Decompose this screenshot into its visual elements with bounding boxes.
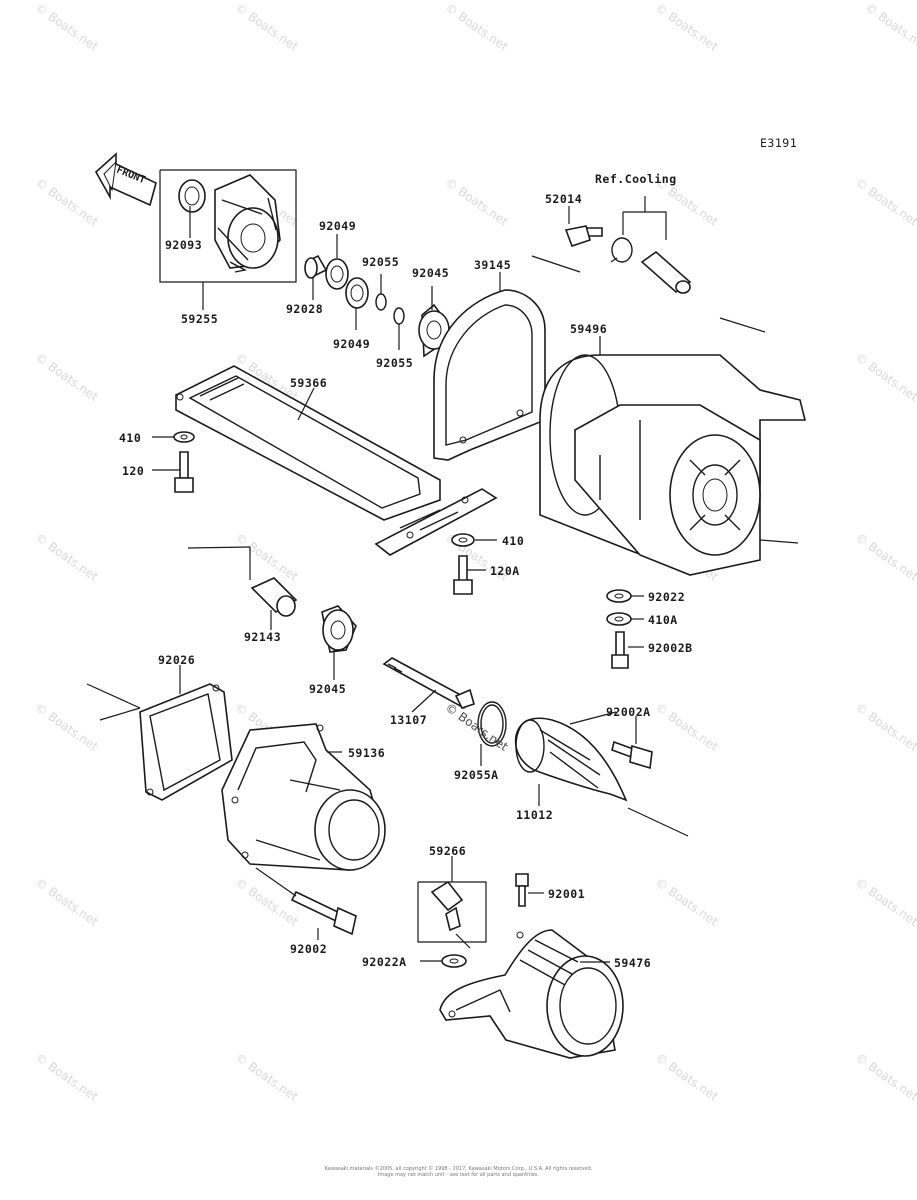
pump-cone (514, 711, 689, 837)
ref-cooling-label: Ref.Cooling (595, 172, 677, 186)
part-label: 92026 (158, 653, 196, 667)
part-label: 59255 (181, 312, 219, 326)
copyright-footer: Kawasaki materials ©2005, all copyright … (0, 1166, 917, 1178)
part-label: 92045 (309, 682, 347, 696)
steering-nozzle (439, 929, 624, 1059)
part-label: 92022 (648, 590, 686, 604)
part-label: 120A (490, 564, 520, 578)
part-label: 92045 (412, 266, 450, 280)
diagram-code: E3191 (760, 136, 798, 150)
washer-92022A (441, 954, 467, 968)
part-label: 92002A (606, 705, 651, 719)
part-label: 11012 (516, 808, 554, 822)
part-label: 92055 (362, 255, 400, 269)
bolt-92002 (255, 867, 357, 936)
washers-and-bolt-92002B (606, 589, 632, 669)
part-label: 52014 (545, 192, 583, 206)
washer-and-bolt-left (173, 431, 195, 493)
part-label: 92001 (548, 887, 586, 901)
bearing-stack (304, 254, 450, 358)
part-label: 92143 (244, 630, 282, 644)
gasket-frame (433, 289, 546, 461)
part-label: 92049 (333, 337, 371, 351)
part-label: 92055A (454, 768, 499, 782)
ride-plate-rail (175, 365, 498, 556)
leader-lines (152, 206, 644, 963)
part-label: 39145 (474, 258, 512, 272)
part-label: 92022A (362, 955, 407, 969)
part-label: 59136 (348, 746, 386, 760)
part-label: 410A (648, 613, 678, 627)
nozzle-housing (221, 723, 386, 871)
cooling-hose (610, 196, 692, 294)
part-label: 120 (122, 464, 145, 478)
elbow-fitting (531, 225, 603, 273)
gasket-plate (86, 683, 233, 801)
impeller-assembly-box (159, 169, 297, 283)
part-label: 92049 (319, 219, 357, 233)
part-label: 59476 (614, 956, 652, 970)
bearing-lower (321, 605, 357, 653)
part-label: 59366 (290, 376, 328, 390)
footer-line-2: Image may not match unit - see text for … (377, 1172, 540, 1178)
screw-92001 (515, 873, 529, 907)
part-label: 13107 (390, 713, 428, 727)
part-label: 410 (502, 534, 525, 548)
pump-housing (539, 317, 807, 576)
front-arrow-icon: FRONT (94, 152, 157, 207)
part-label: 59496 (570, 322, 608, 336)
bracket-hardware-box (417, 880, 487, 949)
part-label: 410 (119, 431, 142, 445)
part-label: 59266 (429, 844, 467, 858)
part-label: 92002B (648, 641, 693, 655)
bushing (187, 546, 298, 617)
part-label: 92055 (376, 356, 414, 370)
bolt-92002A (611, 740, 653, 770)
drive-shaft (382, 657, 475, 710)
part-label: 92028 (286, 302, 324, 316)
o-ring (477, 701, 507, 747)
footer-line-1: Kawasaki materials ©2005, all copyright … (324, 1166, 593, 1172)
part-label: 92002 (290, 942, 328, 956)
washer-and-bolt-right (451, 533, 475, 595)
part-label: 92093 (165, 238, 203, 252)
